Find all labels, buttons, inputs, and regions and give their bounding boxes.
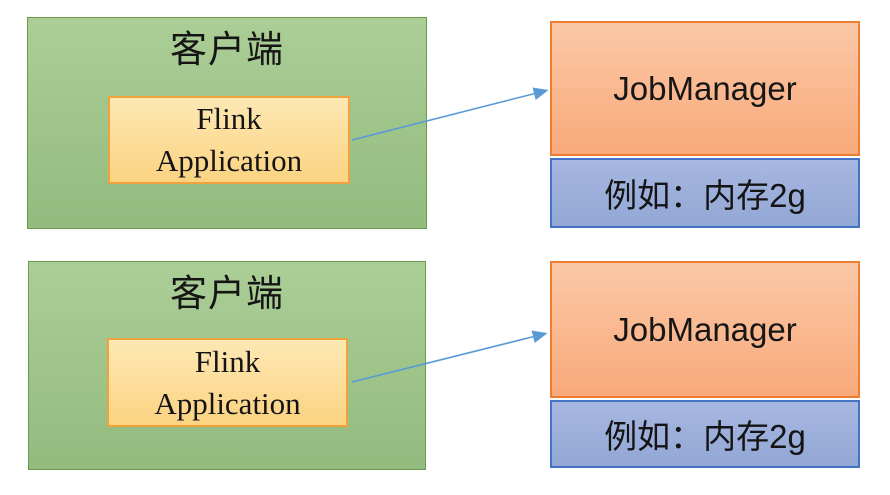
memory-example-box-2: 例如：内存2g <box>550 400 860 468</box>
jobmanager-label: JobManager <box>613 310 797 348</box>
client-title: 客户端 <box>170 29 284 70</box>
client-title: 客户端 <box>170 273 284 314</box>
flink-application-box-1: Flink Application <box>108 96 350 184</box>
memory-example-label: 例如：内存2g <box>604 177 806 214</box>
jobmanager-label: JobManager <box>613 69 797 107</box>
memory-example-box-1: 例如：内存2g <box>550 158 860 228</box>
flink-application-box-2: Flink Application <box>107 338 348 427</box>
memory-example-label: 例如：内存2g <box>604 418 806 455</box>
jobmanager-box-2: JobManager <box>550 261 860 398</box>
flink-application-label: Flink Application <box>155 101 303 178</box>
flink-application-label: Flink Application <box>154 343 301 421</box>
jobmanager-box-1: JobManager <box>550 21 860 156</box>
